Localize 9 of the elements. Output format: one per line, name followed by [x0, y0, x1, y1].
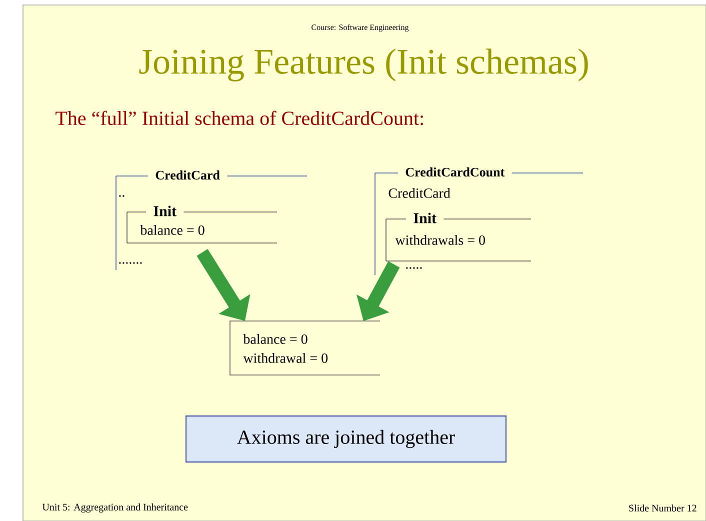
- callout-box: Axioms are joined together: [186, 416, 506, 462]
- course-header: Course: Software Engineering: [312, 24, 409, 32]
- schema-box: Init withdrawals = 0: [386, 212, 532, 262]
- footer-text: Unit 5: Aggregation and Inheritance: [42, 503, 188, 513]
- result-box: balance = 0 withdrawal = 0: [230, 320, 380, 376]
- schema-box: Init balance = 0: [126, 206, 278, 244]
- slide-number: Slide Number 12: [629, 504, 696, 512]
- slide-title: Joining Features (Init schemas): [139, 48, 588, 82]
- subtitle: The “full” Initial schema of CreditCardCount:: [56, 110, 423, 126]
